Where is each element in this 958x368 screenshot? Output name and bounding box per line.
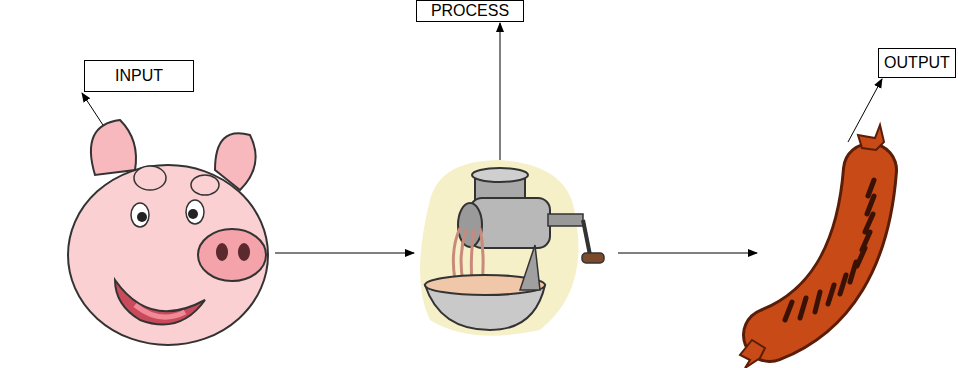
box-label: INPUT xyxy=(115,67,163,85)
box-label: PROCESS xyxy=(431,2,509,20)
label-box: INPUT xyxy=(84,60,194,92)
leader-line xyxy=(500,23,501,160)
pig-illustration xyxy=(68,120,268,345)
flow-arrow xyxy=(618,253,757,254)
label-box: PROCESS xyxy=(416,0,524,22)
box-label: OUTPUT xyxy=(884,54,950,72)
grinder-illustration xyxy=(420,160,604,336)
sausage-illustration xyxy=(740,125,884,368)
label-box: OUTPUT xyxy=(878,48,956,78)
flow-arrow xyxy=(275,253,414,254)
